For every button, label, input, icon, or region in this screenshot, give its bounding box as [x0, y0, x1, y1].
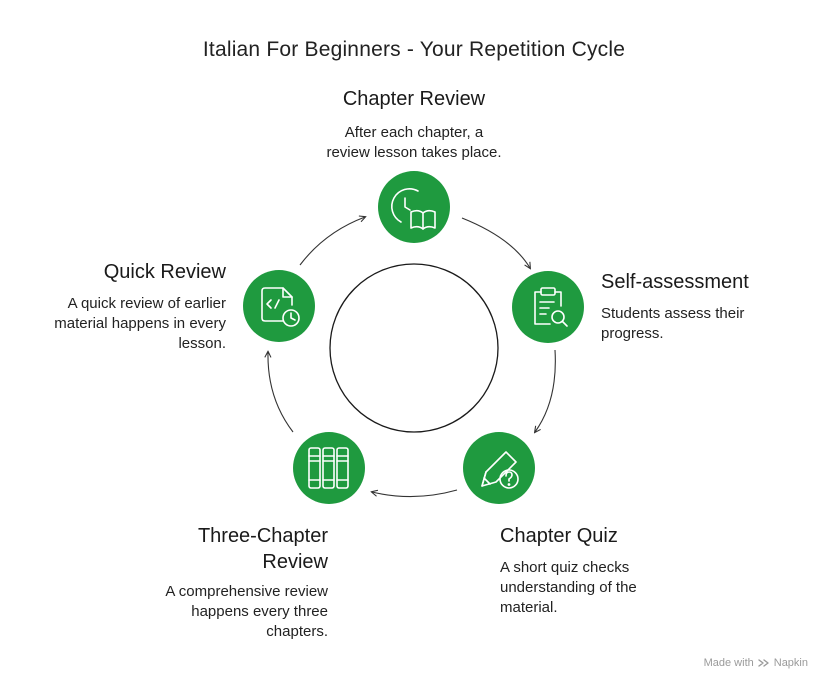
step-chapter-quiz-description-line: understanding of the: [500, 579, 637, 596]
step-quick-review-description-line: lesson.: [178, 335, 226, 352]
books-icon: [308, 447, 349, 489]
step-three-chapter-review-description-line: chapters.: [266, 623, 328, 640]
step-chapter-review-title: Chapter Review: [342, 88, 486, 110]
center-circle: [329, 263, 499, 433]
pencil-question-icon: [481, 451, 519, 489]
step-three-chapter-review-description: A comprehensive review happens every thr…: [100, 582, 328, 642]
arrow-quick-review-to-chapter-review: [299, 217, 365, 266]
step-self-assessment-description-line: Students assess their: [601, 305, 745, 322]
step-chapter-quiz-description-line: A short quiz checks: [500, 559, 630, 576]
step-three-chapter-review-title-line: Review: [262, 551, 328, 573]
step-chapter-quiz-description: A short quiz checks understanding of the…: [500, 558, 720, 618]
footer-made-with: Made with: [703, 657, 754, 669]
code-file-clock-icon: [261, 287, 300, 327]
footer-brand: Napkin: [773, 657, 808, 669]
step-quick-review-title: Quick Review: [103, 261, 226, 283]
napkin-logo-icon: [758, 659, 769, 667]
node-quick-review: [243, 270, 315, 342]
arrow-self-assessment-to-chapter-quiz: [535, 349, 556, 432]
node-self-assessment: [512, 271, 584, 343]
step-self-assessment-title: Self-assessment: [601, 271, 749, 293]
step-three-chapter-review-description-line: happens every three: [191, 603, 328, 620]
step-chapter-review-description-line: After each chapter, a: [344, 124, 484, 141]
step-quick-review-description-line: A quick review of earlier: [67, 295, 226, 312]
step-quick-review-description-line: material happens in every: [54, 315, 226, 332]
step-self-assessment-description-line: progress.: [601, 325, 664, 342]
step-self-assessment-description: Students assess their progress.: [601, 304, 801, 344]
step-chapter-quiz-title: Chapter Quiz: [500, 525, 618, 547]
arrow-three-chapter-review-to-quick-review: [268, 352, 294, 433]
clock-book-icon: [391, 188, 436, 230]
node-chapter-quiz: [463, 432, 535, 504]
footer-watermark: Made with Napkin: [704, 657, 808, 669]
step-three-chapter-review-description-line: A comprehensive review: [165, 583, 328, 600]
node-three-chapter-review: [293, 432, 365, 504]
node-chapter-review: [378, 171, 450, 243]
step-chapter-review-description-line: review lesson takes place.: [326, 144, 502, 161]
step-three-chapter-review-title-line: Three-Chapter: [197, 525, 328, 547]
diagram-title: Italian For Beginners - Your Repetition …: [202, 38, 626, 61]
step-quick-review-description: A quick review of earlier material happe…: [6, 294, 226, 354]
step-three-chapter-review-title: Three-Chapter Review: [100, 523, 328, 575]
arrow-chapter-quiz-to-three-chapter-review: [372, 489, 458, 498]
clipboard-search-icon: [534, 287, 568, 327]
step-chapter-review-description: After each chapter, a review lesson take…: [264, 123, 564, 163]
arrow-chapter-review-to-self-assessment: [461, 217, 530, 268]
step-chapter-quiz-description-line: material.: [500, 599, 558, 616]
